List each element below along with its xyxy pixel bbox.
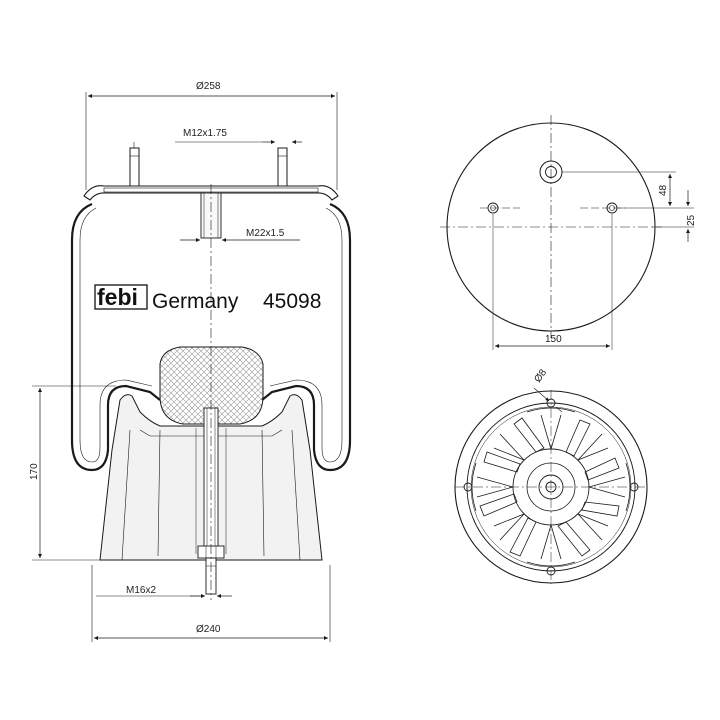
left-stud-hole xyxy=(487,202,499,214)
top-view xyxy=(440,115,694,350)
hole-offset-b-label: 25 xyxy=(686,214,697,226)
mount-hole-3 xyxy=(546,566,556,576)
center-thread-label: M22x1.5 xyxy=(246,228,285,239)
bottom-diameter-label: Ø240 xyxy=(196,624,221,635)
hole-offset-a-label: 48 xyxy=(658,184,669,196)
febi-logo: febi xyxy=(97,284,138,310)
top-diameter-label: Ø258 xyxy=(196,81,221,92)
mount-hole-1 xyxy=(546,398,556,408)
bump-stop xyxy=(159,346,264,425)
height-label: 170 xyxy=(29,463,40,480)
bellows-outline xyxy=(70,202,352,472)
bottom-view xyxy=(454,387,648,584)
brand-country: Germany xyxy=(152,290,239,313)
right-stud-hole xyxy=(606,202,618,214)
stud-thread-label: M12x1.75 xyxy=(183,128,227,139)
mount-hole-4 xyxy=(463,482,473,492)
brand-mark: febi Germany 45098 xyxy=(94,284,321,313)
side-view xyxy=(32,92,352,642)
part-number: 45098 xyxy=(263,290,321,313)
bottom-hole-label: Ø8 xyxy=(532,367,549,385)
left-stud xyxy=(129,147,140,193)
stud-spacing-label: 150 xyxy=(545,334,562,345)
bottom-thread-label: M16x2 xyxy=(126,585,156,596)
logo-box xyxy=(94,284,148,310)
right-stud xyxy=(277,147,288,193)
mount-hole-2 xyxy=(629,482,639,492)
